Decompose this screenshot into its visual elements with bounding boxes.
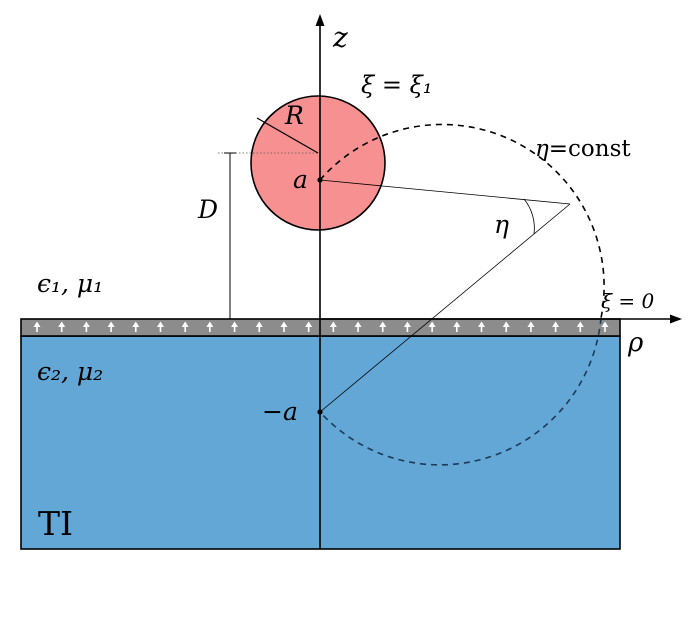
- medium-bottom-label: ϵ₂, μ₂: [37, 357, 103, 386]
- radius-line: [256, 117, 319, 154]
- interface-arrow: [58, 321, 66, 332]
- line-from-minus-a: [319, 203, 571, 413]
- angle-label: η: [494, 210, 509, 239]
- interface-arrow: [255, 321, 263, 332]
- interface-arrow: [601, 321, 609, 332]
- interface-arrow: [478, 321, 486, 332]
- interface-arrow: [181, 321, 189, 332]
- interface-arrow: [231, 321, 239, 332]
- interface-arrows: [33, 321, 609, 332]
- line-from-a: [319, 179, 571, 205]
- rho-axis-arrowhead: [670, 314, 682, 324]
- interface-arrow: [552, 321, 560, 332]
- interface-arrow: [156, 321, 164, 332]
- eta-const-curve-lower: [319, 317, 602, 466]
- point-minus-a-label: −a: [262, 397, 298, 426]
- material-label: TI: [38, 504, 73, 543]
- sphere: [250, 95, 386, 231]
- xi-one-label: ξ = ξ₁: [361, 71, 432, 99]
- distance-label: D: [197, 195, 218, 224]
- focus-point-minus-a: [317, 409, 323, 415]
- eta-const-label: η=const: [535, 136, 631, 162]
- eta-const-curve-upper: [319, 123, 605, 319]
- interface-arrow: [502, 321, 510, 332]
- interface-arrow: [329, 321, 337, 332]
- rho-axis-label: ρ: [627, 328, 644, 358]
- angle-arc: [523, 198, 535, 235]
- interface-arrow: [132, 321, 140, 332]
- interface-arrow: [82, 321, 90, 332]
- point-a-label: a: [293, 165, 308, 194]
- focus-point-a: [317, 177, 323, 183]
- interface-arrow: [428, 321, 436, 332]
- z-axis-arrowhead: [315, 14, 325, 26]
- interface-arrow: [453, 321, 461, 332]
- medium-top-label: ϵ₁, μ₁: [37, 269, 103, 298]
- interface-arrow: [403, 321, 411, 332]
- interface-arrow: [107, 321, 115, 332]
- interface-arrow: [305, 321, 313, 332]
- radius-label: R: [284, 101, 304, 130]
- interface-arrow: [280, 321, 288, 332]
- interface-arrow: [354, 321, 362, 332]
- xi-zero-label: ξ = 0: [601, 289, 654, 313]
- z-axis-label: z: [332, 21, 348, 54]
- interface-arrow: [33, 321, 41, 332]
- interface-arrow: [576, 321, 584, 332]
- interface-arrow: [527, 321, 535, 332]
- interface-arrow: [379, 321, 387, 332]
- interface-arrow: [206, 321, 214, 332]
